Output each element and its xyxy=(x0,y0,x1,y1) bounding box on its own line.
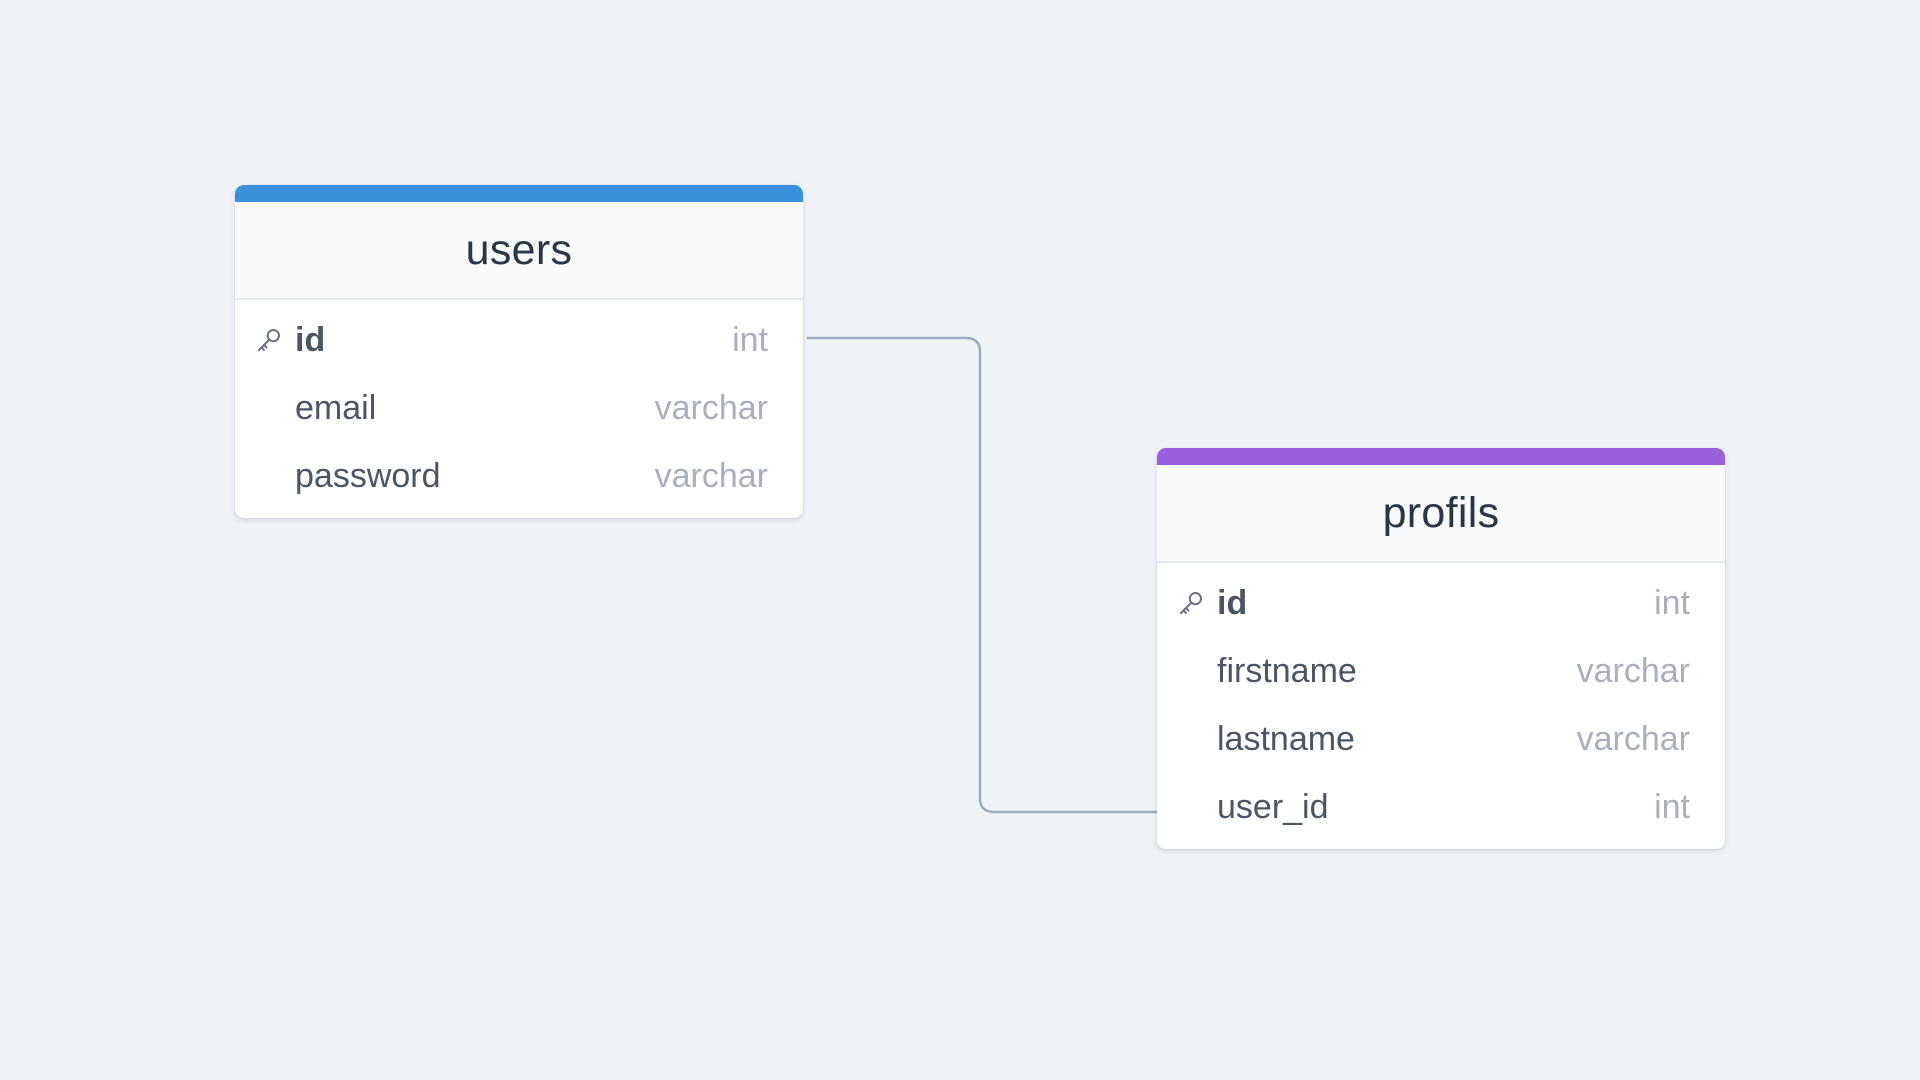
column-type: int xyxy=(732,320,768,359)
column-type: int xyxy=(1654,583,1690,622)
table-accent-bar xyxy=(235,185,803,202)
table-users[interactable]: users id int email varchar xyxy=(235,185,803,518)
primary-key-icon xyxy=(1174,586,1208,620)
table-profils[interactable]: profils id int firstname varchar xyxy=(1157,448,1725,849)
column-name: firstname xyxy=(1217,651,1357,690)
table-header[interactable]: users xyxy=(235,202,803,300)
column-name: lastname xyxy=(1217,719,1355,758)
column-list: id int firstname varchar lastname varcha… xyxy=(1157,563,1725,849)
column-name: user_id xyxy=(1217,787,1329,826)
table-title: users xyxy=(465,225,573,274)
column-list: id int email varchar password varchar xyxy=(235,300,803,518)
column-name: password xyxy=(295,456,441,495)
column-name: id xyxy=(1217,583,1248,622)
column-row[interactable]: id int xyxy=(235,306,803,374)
table-title: profils xyxy=(1382,488,1500,537)
column-row[interactable]: password varchar xyxy=(235,442,803,510)
table-header[interactable]: profils xyxy=(1157,465,1725,563)
column-row[interactable]: id int xyxy=(1157,569,1725,637)
column-row[interactable]: lastname varchar xyxy=(1157,705,1725,773)
column-type: varchar xyxy=(1576,651,1690,690)
relationship-line[interactable] xyxy=(807,336,1157,814)
column-name: email xyxy=(295,388,377,427)
column-type: varchar xyxy=(654,388,768,427)
column-row[interactable]: firstname varchar xyxy=(1157,637,1725,705)
column-row[interactable]: email varchar xyxy=(235,374,803,442)
column-type: int xyxy=(1654,787,1690,826)
table-accent-bar xyxy=(1157,448,1725,465)
column-name: id xyxy=(295,320,326,359)
column-type: varchar xyxy=(654,456,768,495)
primary-key-icon xyxy=(252,323,286,357)
column-type: varchar xyxy=(1576,719,1690,758)
column-row[interactable]: user_id int xyxy=(1157,773,1725,841)
